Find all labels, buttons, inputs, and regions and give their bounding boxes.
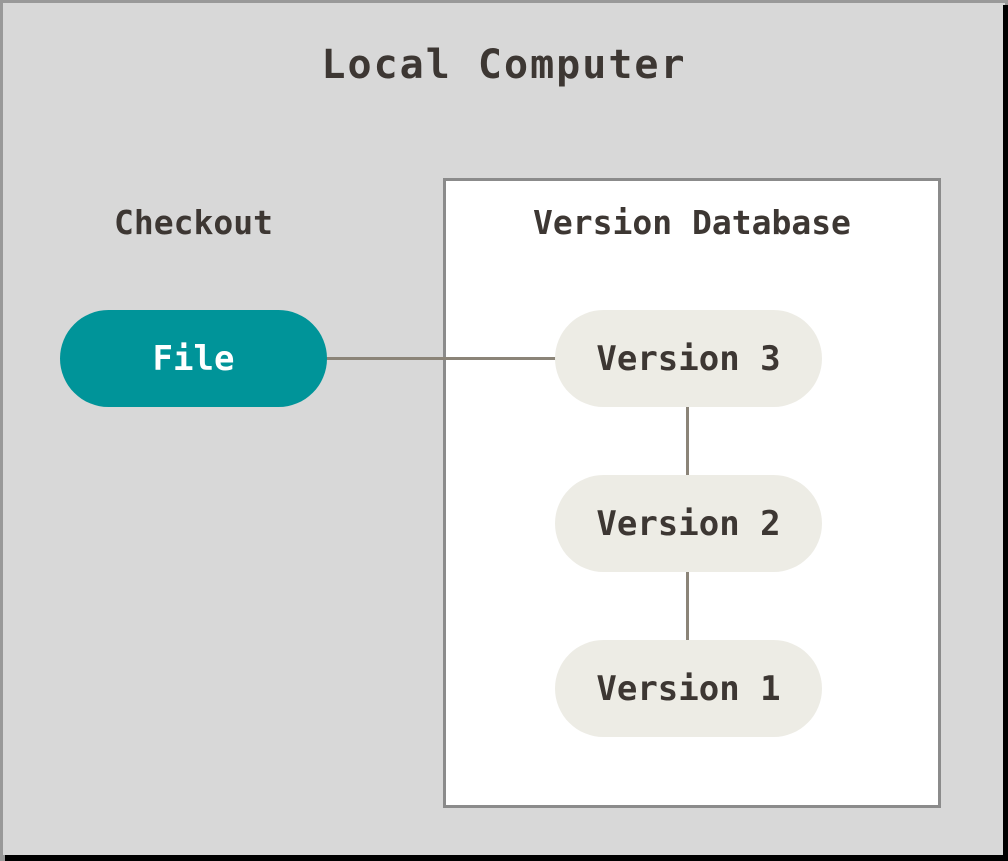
version-2-node: Version 2 (555, 475, 822, 572)
version-1-node: Version 1 (555, 640, 822, 737)
version3-to-version2-connector (686, 405, 689, 477)
version-3-node: Version 3 (555, 310, 822, 407)
file-node-label: File (152, 338, 235, 379)
version-3-label: Version 3 (596, 338, 781, 379)
file-node: File (60, 310, 327, 407)
window-drop-shadow-bottom (5, 855, 1008, 861)
version-database-title: Version Database (533, 203, 851, 242)
checkout-label: Checkout (114, 203, 273, 242)
version2-to-version1-connector (686, 570, 689, 642)
window-drop-shadow-right (1003, 5, 1008, 861)
version-2-label: Version 2 (596, 503, 781, 544)
version-1-label: Version 1 (596, 668, 781, 709)
diagram-title: Local Computer (321, 42, 687, 88)
file-to-version3-connector (320, 357, 560, 360)
